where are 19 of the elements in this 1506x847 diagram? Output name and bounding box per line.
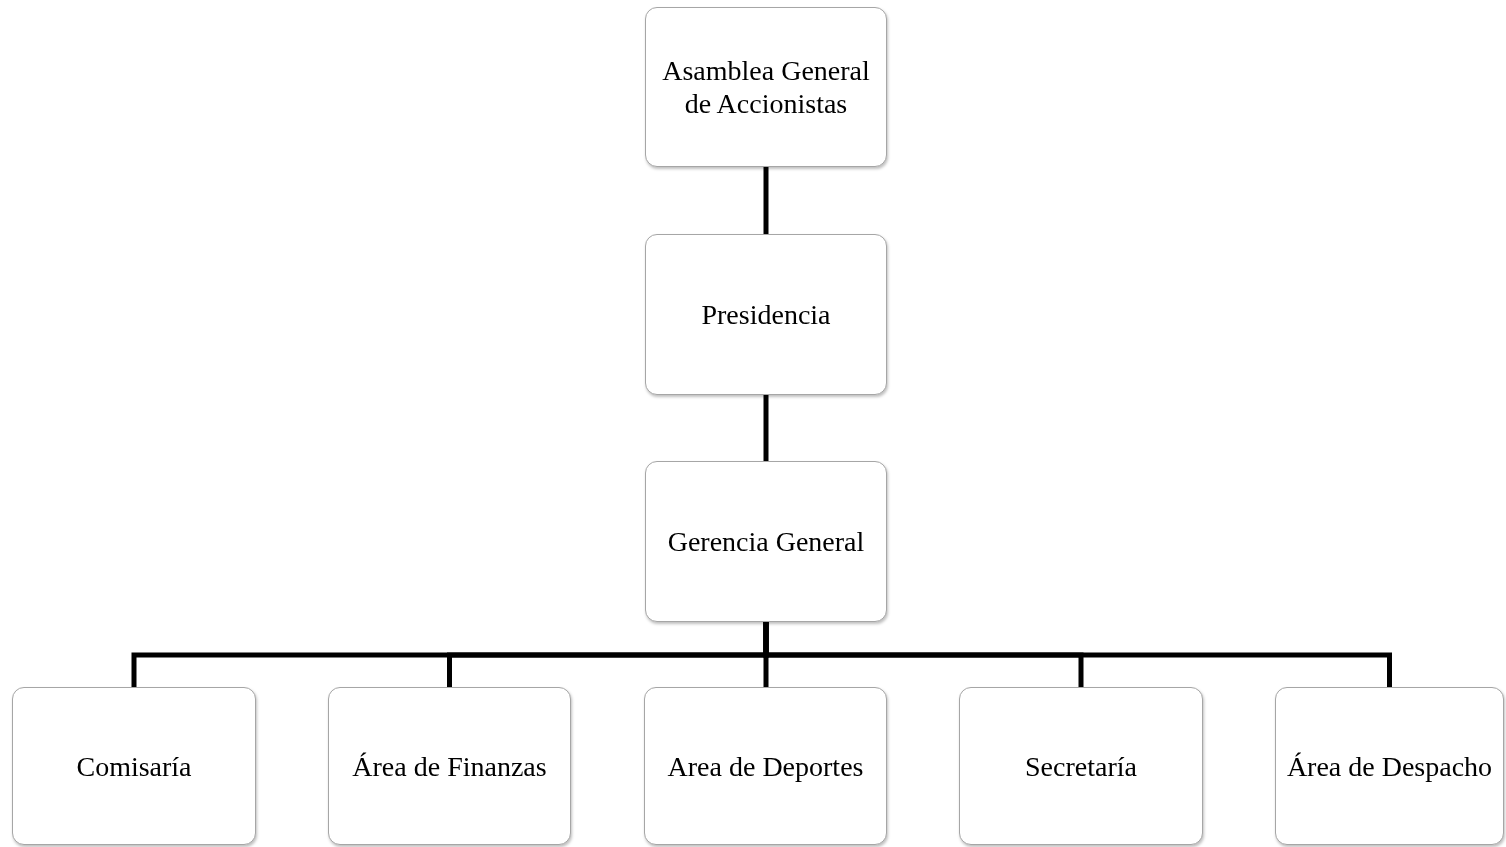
box-label: Área de Finanzas — [352, 749, 547, 783]
box-label: Área de Despacho — [1286, 749, 1493, 783]
box-label: Gerencia General — [667, 525, 865, 558]
box-label: Secretaría — [1025, 749, 1137, 783]
org-box — [328, 687, 571, 845]
box-label: Asamblea General de Accionistas — [661, 54, 871, 120]
box-label: Comisaría — [76, 749, 192, 783]
box-label: Presidencia — [701, 298, 831, 331]
connector-line — [763, 167, 769, 234]
connector-line — [763, 395, 769, 461]
org-box — [12, 687, 256, 845]
org-box — [959, 687, 1203, 845]
box-label: Area de Deportes — [667, 749, 864, 783]
org-box — [644, 687, 887, 845]
connector-line — [763, 622, 1392, 687]
org-box — [1275, 687, 1504, 845]
org-box — [645, 234, 887, 395]
org-box — [645, 461, 887, 622]
org-box — [645, 7, 887, 167]
